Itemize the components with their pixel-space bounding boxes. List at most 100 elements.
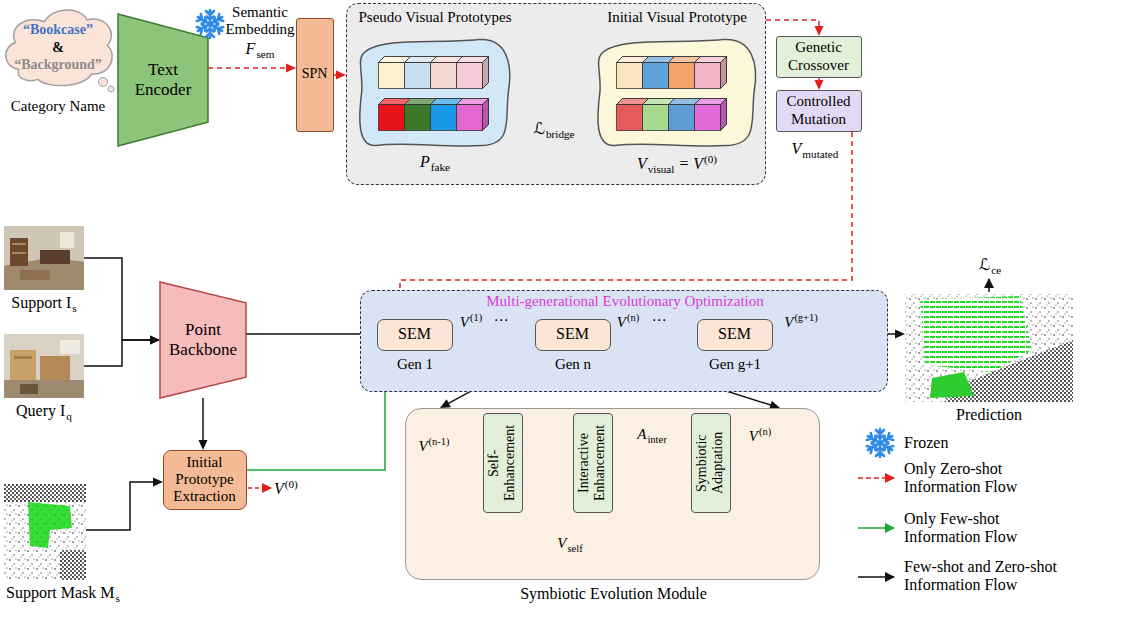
- sem-box: SEMGen n: [535, 319, 611, 351]
- arrow-head: [286, 64, 296, 73]
- math-label: Ainter: [620, 426, 684, 446]
- text-label: “Bookcase”: [23, 22, 93, 37]
- text-label: Symbiotic Adaptation: [694, 431, 725, 493]
- superscript: (1): [470, 312, 482, 323]
- prediction-image: [905, 294, 1073, 402]
- text-label: F: [246, 40, 256, 57]
- thought-bubbles: [99, 78, 115, 93]
- arrow-head: [150, 336, 160, 345]
- connector-line: [246, 333, 369, 335]
- support-image: [4, 226, 84, 290]
- subscript: s: [115, 592, 119, 604]
- text-label: Support Mask M: [6, 584, 114, 601]
- math-label: Fsem: [222, 40, 298, 61]
- math-label: V(n): [612, 312, 644, 331]
- prototype-group: Initial Visual PrototypeVvisual= V(0): [595, 35, 759, 149]
- text-label: Self-Enhancement: [486, 424, 517, 500]
- text-label: Controlled Mutation: [786, 93, 850, 126]
- connector-line: [334, 74, 338, 76]
- text-label: ⋯: [494, 312, 509, 328]
- legend-text: Few-shot and Zero-shot Information Flow: [904, 558, 1072, 595]
- legend-text: Only Few-shot Information Flow: [904, 510, 1026, 547]
- category-cloud: “Bookcase”&“Background”Category Name: [2, 2, 114, 92]
- legend-text: Only Zero-shot Information Flow: [904, 460, 1026, 497]
- text-label: Only Few-shot Information Flow: [904, 510, 1017, 545]
- arrow-head: [199, 440, 208, 450]
- connector: [766, 20, 824, 36]
- text-label: Support I: [11, 294, 71, 311]
- text-label: Multi-generational Evolutionary Optimiza…: [486, 293, 763, 309]
- node-caption: Vvisual= V(0): [595, 153, 759, 176]
- text-label: Point Backbone: [169, 320, 237, 359]
- math-label: V(n): [738, 426, 782, 445]
- text-label: SEM: [718, 325, 751, 342]
- subscript: self: [568, 543, 583, 554]
- backbone-block: Point Backbone: [160, 282, 246, 398]
- math-label: ℒce: [972, 256, 1008, 277]
- cloud-path: [6, 10, 112, 86]
- text-label: &: [52, 40, 64, 55]
- frozen-icon: [196, 10, 224, 38]
- legend-line-green: [858, 527, 894, 529]
- superscript: (g+1): [794, 312, 817, 323]
- subscript: mutated: [802, 148, 838, 160]
- text-label: “Background”: [14, 57, 102, 72]
- trap-path: [118, 14, 208, 146]
- node-label: Text Encoder: [123, 60, 203, 99]
- connector: [84, 336, 160, 367]
- pseudo-prototype-cubes: [379, 57, 489, 131]
- node-caption: Multi-generational Evolutionary Optimiza…: [361, 293, 889, 310]
- text-label: Few-shot and Zero-shot Information Flow: [904, 558, 1057, 593]
- text-label: Semantic Embedding: [225, 4, 294, 37]
- node-caption: Support Mask Ms: [6, 584, 156, 605]
- subscript: q: [66, 410, 72, 422]
- node-caption: Pseudo Visual Prototypes: [345, 9, 525, 26]
- arrow-head: [895, 330, 905, 339]
- node-caption: “Bookcase”: [2, 22, 114, 38]
- process-box: Self-Enhancement: [483, 413, 523, 513]
- subscript: sem: [256, 48, 274, 60]
- node-label: Initial Prototype Extraction: [166, 454, 244, 506]
- blob-outline: [357, 35, 513, 149]
- image-node: Query Iq: [4, 334, 84, 398]
- text-label: Frozen: [904, 434, 948, 451]
- text-label: Initial Prototype Extraction: [173, 454, 235, 505]
- connector: [334, 71, 346, 80]
- subscript: inter: [647, 434, 666, 445]
- subscript: visual: [648, 163, 675, 175]
- connector: [199, 398, 208, 450]
- node-label: Interactive Enhancement: [576, 417, 608, 509]
- text-label: Only Zero-shot Information Flow: [904, 460, 1017, 495]
- connector-line: [818, 78, 820, 82]
- text-label: Category Name: [11, 98, 106, 114]
- superscript: (n): [627, 312, 639, 323]
- math-label: V(1): [456, 312, 486, 331]
- prototype-wire: [248, 487, 271, 489]
- image-node: Support Is: [4, 226, 84, 290]
- connector-line: [84, 340, 152, 366]
- arrow-head: [153, 478, 163, 487]
- text-label: Text Encoder: [135, 60, 192, 99]
- text-label: V: [792, 140, 802, 157]
- legend-line-black: [858, 576, 894, 578]
- connector: [815, 78, 824, 90]
- node-caption: Pfake: [357, 153, 513, 174]
- text-label: Genetic Crossover: [788, 39, 849, 72]
- connector-line: [208, 67, 288, 69]
- sem-box: SEMGen 1: [377, 319, 453, 351]
- connector-line: [84, 258, 152, 340]
- text-label: SEM: [398, 325, 431, 342]
- text-label: V: [617, 314, 626, 330]
- superscript: (n): [759, 426, 771, 437]
- node-label: SEM: [380, 325, 450, 343]
- arrow-head: [815, 80, 824, 90]
- frozen-icon: [866, 429, 894, 457]
- text-label: V: [784, 314, 793, 330]
- text-label: Initial Visual Prototype: [607, 9, 747, 25]
- text-label: Gen n: [555, 356, 591, 372]
- node-caption: Gen g+1: [688, 356, 782, 373]
- query-image: [4, 334, 84, 398]
- math-label: Semantic Embedding: [218, 4, 302, 39]
- text-label: SEM: [556, 325, 589, 342]
